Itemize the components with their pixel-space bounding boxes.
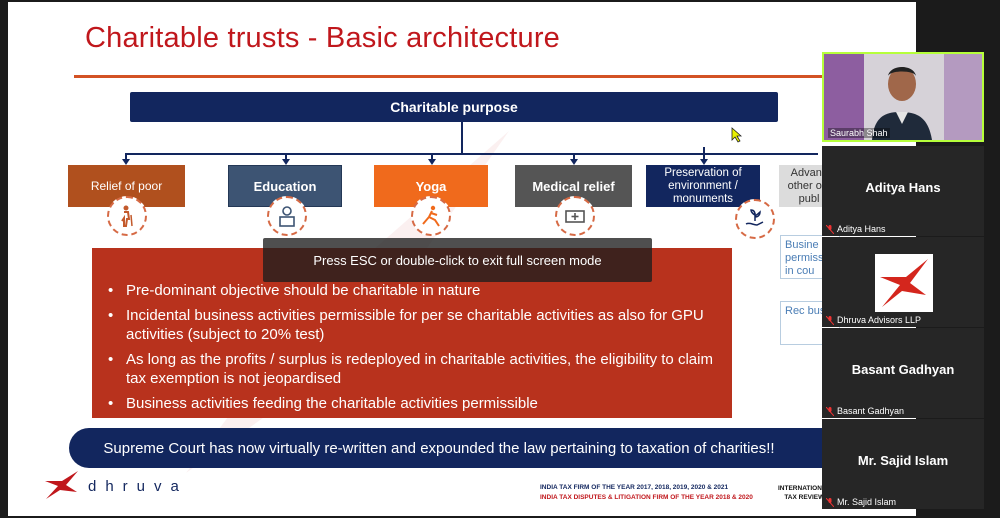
purpose-header: Charitable purpose [130, 92, 778, 122]
tree-drop [285, 153, 287, 160]
participant-name: Saurabh Shah [828, 128, 890, 138]
participant-label-text: Dhruva Advisors LLP [837, 315, 922, 325]
participant-label-text: Aditya Hans [837, 224, 886, 234]
participant-tile-video[interactable]: Saurabh Shah [822, 52, 984, 142]
purpose-label: Charitable purpose [390, 99, 518, 115]
arrow-icon [700, 159, 708, 165]
participant-label: Basant Gadhyan [826, 406, 904, 416]
itr-logo: INTERNATIONAL TAX REVIEW [778, 484, 831, 502]
participants-panel: Saurabh Shah Aditya Hans Aditya Hans Dhr… [818, 50, 986, 512]
award-text-disputes: INDIA TAX DISPUTES & LITIGATION FIRM OF … [540, 494, 753, 501]
participant-label-text: Mr. Sajid Islam [837, 497, 897, 507]
award-text-tax-firm: INDIA TAX FIRM OF THE YEAR 2017, 2018, 2… [540, 484, 729, 491]
dhruva-star-logo-icon [45, 471, 78, 499]
elderly-person-icon [107, 196, 147, 236]
itr-line-2: TAX REVIEW [784, 494, 825, 501]
mouse-cursor-icon [731, 127, 743, 143]
participant-display-name: Basant Gadhyan [851, 362, 955, 377]
dhruva-logo-text: dhruva [88, 478, 188, 495]
fullscreen-exit-toast: Press ESC or double-click to exit full s… [263, 238, 652, 282]
itr-line-1: INTERNATIONAL [778, 485, 831, 492]
mic-muted-icon [826, 315, 834, 325]
arrow-icon [282, 159, 290, 165]
toast-text: Press ESC or double-click to exit full s… [313, 252, 602, 268]
list-item: As long as the profits / surplus is rede… [102, 350, 722, 388]
student-icon [267, 196, 307, 236]
participant-tile[interactable]: Basant Gadhyan Basant Gadhyan [822, 328, 984, 418]
mic-muted-icon [826, 497, 834, 507]
medical-kit-icon [555, 196, 595, 236]
arrow-icon [570, 159, 578, 165]
slide-title: Charitable trusts - Basic architecture [85, 22, 560, 54]
banner-text: Supreme Court has now virtually re-writt… [103, 439, 775, 457]
speaker-video-feed [824, 54, 982, 140]
list-item: Business activities feeding the charitab… [102, 394, 722, 413]
tree-drop [703, 147, 705, 160]
category-preservation: Preservation of environment / monuments [646, 165, 760, 207]
participant-display-name: Aditya Hans [865, 180, 941, 195]
tree-drop [431, 153, 433, 160]
arrow-icon [428, 159, 436, 165]
plant-hand-icon [735, 199, 775, 239]
supreme-court-banner: Supreme Court has now virtually re-writt… [69, 428, 849, 468]
participant-tile[interactable]: Dhruva Advisors LLP [822, 237, 984, 327]
tree-drop [573, 153, 575, 160]
arrow-icon [122, 159, 130, 165]
participant-label: Mr. Sajid Islam [826, 497, 896, 507]
participant-tile[interactable]: Aditya Hans Aditya Hans [822, 146, 984, 236]
participant-tile[interactable]: Mr. Sajid Islam Mr. Sajid Islam [822, 419, 984, 509]
tree-drop [125, 153, 127, 160]
list-item: Pre-dominant objective should be charita… [102, 281, 722, 300]
mic-muted-icon [826, 406, 834, 416]
mic-muted-icon [826, 224, 834, 234]
participant-display-name: Mr. Sajid Islam [857, 453, 949, 468]
tree-stem [461, 122, 463, 154]
title-divider [74, 75, 834, 78]
tree-branch [125, 153, 818, 155]
dhruva-star-avatar-icon [880, 259, 928, 307]
participant-label: Aditya Hans [826, 224, 886, 234]
participant-label-text: Basant Gadhyan [837, 406, 905, 416]
list-item: Incidental business activities permissib… [102, 306, 722, 344]
principles-list: Pre-dominant objective should be charita… [102, 281, 722, 419]
avatar [875, 254, 933, 312]
yoga-icon [411, 196, 451, 236]
participant-label: Dhruva Advisors LLP [826, 315, 921, 325]
